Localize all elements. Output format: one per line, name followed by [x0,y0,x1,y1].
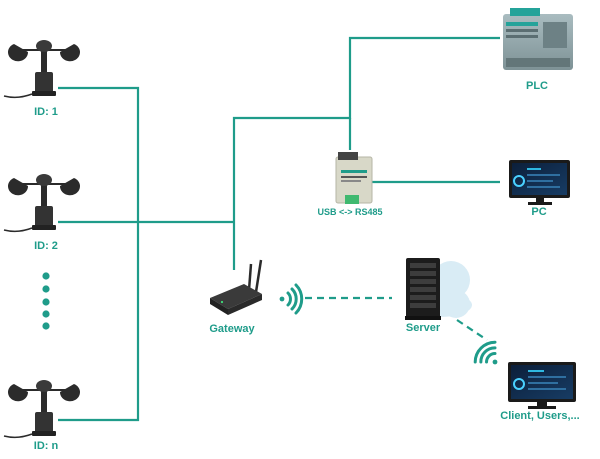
usb-rs485-converter-icon [335,152,373,204]
anemometer-icon [3,40,80,98]
pc-device [509,160,570,205]
sensor-id1 [3,40,80,98]
gateway-device [210,259,263,315]
anemometer-icon [3,380,80,438]
sensor-label-id1: ID: 1 [34,106,58,118]
gateway-label: Gateway [209,323,255,335]
converter-device [335,152,373,204]
server-label: Server [405,322,441,334]
wired-connections [58,36,500,422]
sensor-bus-line [58,86,140,422]
wireless-connections [305,296,488,341]
plc-icon [503,8,573,70]
server-device [405,258,472,320]
sensor-idn [3,380,80,438]
plc-device [503,8,573,70]
server-to-client-link [456,319,488,341]
sensor-label-idn: ID: n [33,440,59,452]
anemometer-icon [3,174,80,232]
sensor-label-id2: ID: 2 [34,240,58,252]
client-device [508,362,576,409]
sensor-ellipsis [42,272,50,330]
server-rack-icon [405,258,441,320]
plc-label: PLC [526,80,548,92]
sensor-id2 [3,174,80,232]
router-icon [210,259,263,315]
client-label: Client, Users,... [500,410,580,422]
pc-label: PC [531,206,547,218]
monitor-icon [508,362,576,409]
client-wifi-icon [473,340,498,365]
converter-label: USB <-> RS485 [317,207,383,217]
monitor-icon [509,160,570,205]
gateway-wifi-icon [279,283,304,315]
gateway-to-plc-link [232,36,500,270]
